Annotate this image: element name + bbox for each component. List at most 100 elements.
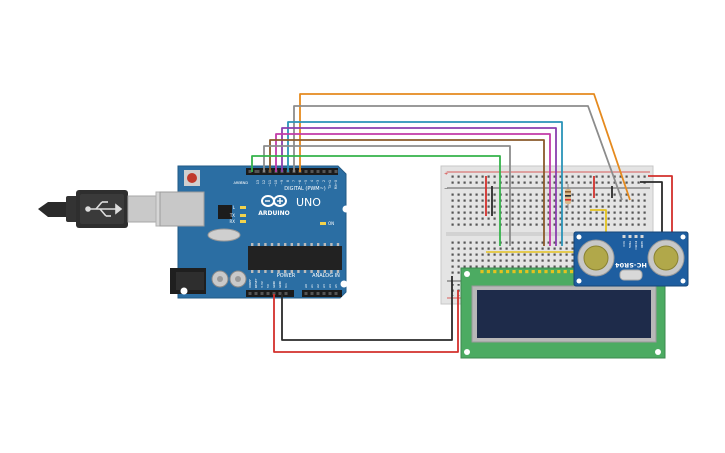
lcd-pin[interactable] (563, 270, 567, 274)
digital-pin-label: ~9 (280, 180, 284, 185)
sensor-pin-label: VCC (622, 241, 626, 247)
power-pin[interactable] (284, 292, 288, 295)
header-pin[interactable] (254, 170, 258, 173)
analog-pin-label: A2 (316, 284, 320, 288)
wire-magenta (275, 133, 551, 246)
lcd-pin[interactable] (570, 270, 574, 274)
power-pin[interactable] (254, 292, 258, 295)
resistor[interactable] (565, 184, 571, 210)
power-pin[interactable] (266, 292, 270, 295)
digital-pin-label: ~10 (274, 180, 278, 187)
usb-icon (85, 201, 123, 217)
power-pin[interactable] (278, 292, 282, 295)
power-pin-label: GND (278, 280, 282, 288)
digital-label: DIGITAL (PWM~) (284, 186, 326, 192)
digital-pin-label: ~5 (304, 180, 308, 185)
wire-red-5v (273, 290, 459, 353)
analog-pin[interactable] (334, 292, 338, 295)
digital-pin-label: ~6 (298, 180, 302, 185)
tx-label: TX (229, 213, 235, 218)
digital-pin-label: 12 (262, 180, 266, 184)
sensor-pin[interactable] (628, 235, 632, 238)
lcd-pin[interactable] (486, 270, 490, 274)
lcd-screen (477, 290, 651, 338)
digital-pin[interactable] (322, 170, 326, 173)
aref-label: AREF (233, 181, 242, 185)
power-label: POWER (277, 273, 296, 279)
power-header (246, 290, 294, 297)
lcd-pin[interactable] (531, 270, 535, 274)
analog-pin-label: A3 (322, 284, 326, 288)
wires (251, 93, 673, 353)
usb-chip (218, 205, 232, 219)
analog-pin[interactable] (304, 292, 308, 295)
digital-pin[interactable] (334, 170, 338, 173)
svg-text:+: + (444, 171, 448, 177)
sensor-pin[interactable] (622, 235, 626, 238)
l-label: L (233, 205, 236, 210)
analog-label: ANALOG IN (312, 273, 340, 279)
digital-pin[interactable] (304, 170, 308, 173)
digital-pin[interactable] (310, 170, 314, 173)
power-rail-top (450, 174, 646, 186)
digital-pin[interactable] (328, 170, 332, 173)
rx-label: RX (229, 219, 235, 224)
wire-orange (299, 93, 631, 201)
crystal-oscillator (619, 269, 643, 281)
power-pin-label: GND (272, 280, 276, 288)
lcd-pin[interactable] (557, 270, 561, 274)
lcd-pin[interactable] (506, 270, 510, 274)
digital-pin-label: 7 (292, 180, 296, 182)
wire-purple (281, 127, 557, 246)
digital-pin-label: 2 (322, 180, 326, 182)
analog-pin[interactable] (328, 292, 332, 295)
lcd-pin[interactable] (480, 270, 484, 274)
sensor-pin-label: ECHO (634, 241, 638, 250)
lcd-pin[interactable] (538, 270, 542, 274)
wire-green (251, 155, 501, 246)
analog-pin[interactable] (310, 292, 314, 295)
lcd-pin[interactable] (525, 270, 529, 274)
lcd-pin[interactable] (493, 270, 497, 274)
header-pin[interactable] (248, 170, 252, 173)
arduino-logo-icon (261, 195, 287, 207)
digital-pin[interactable] (256, 170, 260, 173)
power-pin-label: IOREF (248, 279, 252, 288)
analog-pin[interactable] (322, 292, 326, 295)
sensor-pin[interactable] (634, 235, 638, 238)
power-pin[interactable] (272, 292, 276, 295)
digital-pin-label: 4 (310, 180, 314, 182)
transducer-right (647, 239, 685, 277)
sensor-pin[interactable] (640, 235, 644, 238)
model-label: UNO (296, 196, 321, 209)
brand-label: ARDUINO (258, 210, 289, 217)
lcd-pin[interactable] (550, 270, 554, 274)
digital-pin-label: ~11 (268, 180, 272, 187)
power-jack (170, 268, 206, 294)
power-pin[interactable] (260, 292, 264, 295)
power-pin[interactable] (248, 292, 252, 295)
lcd-pin[interactable] (499, 270, 503, 274)
digital-pin-label: 13 (256, 180, 260, 184)
lcd-pin[interactable] (518, 270, 522, 274)
digital-pin[interactable] (316, 170, 320, 173)
reset-button[interactable] (184, 170, 200, 186)
wire-gray (293, 105, 623, 201)
gnd-label: GND (240, 181, 248, 185)
lcd-pin[interactable] (544, 270, 548, 274)
digital-pin-label: TX→1 (328, 180, 332, 190)
wire-black-rail (640, 181, 663, 244)
power-pin-label: Vin (284, 283, 288, 288)
wire-yellow (590, 209, 607, 240)
analog-pin[interactable] (316, 292, 320, 295)
power-pin-label: RESET (254, 278, 258, 288)
lcd-pin[interactable] (512, 270, 516, 274)
analog-header (302, 290, 342, 297)
l-led (240, 206, 246, 209)
center-channel (446, 232, 650, 236)
on-label: ON (328, 221, 334, 226)
